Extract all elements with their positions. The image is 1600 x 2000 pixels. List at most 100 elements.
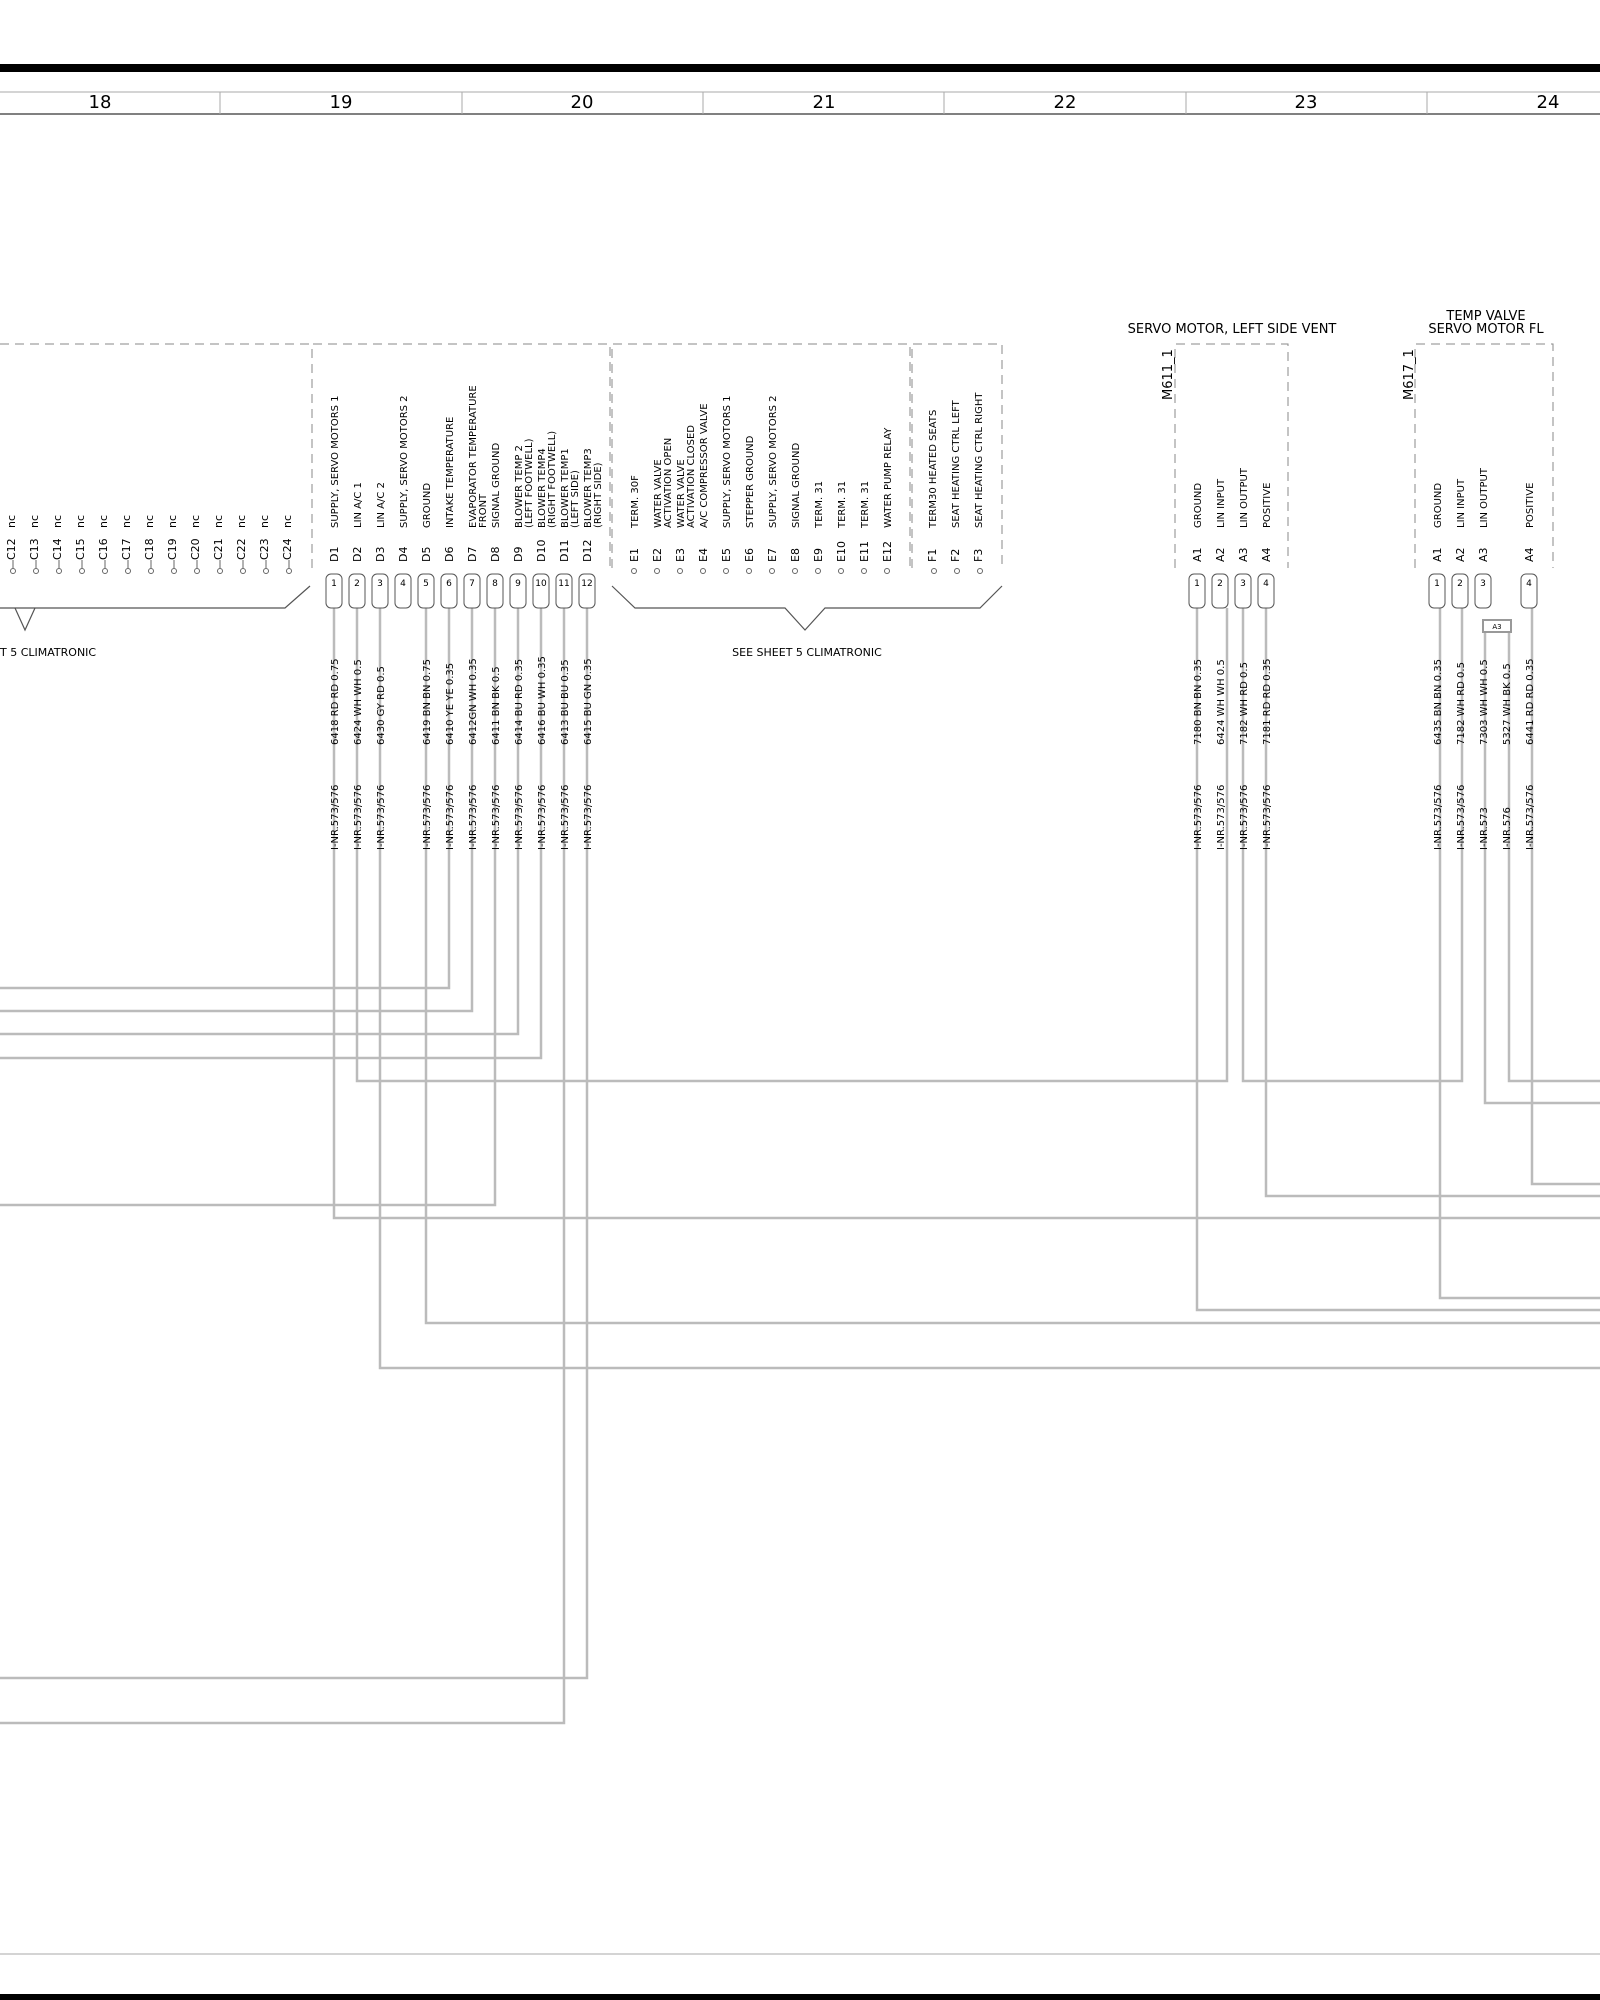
wire-code: 5327 WH BK 0.5 [1502,663,1513,745]
pin-terminal [263,568,269,574]
wire-code: 6412GN WH 0.35 [468,658,479,745]
column-number: 22 [1054,92,1077,113]
wire [0,608,520,1036]
pin-label: A4 [1260,547,1273,562]
wire-code: 6410 YE YE 0.35 [445,663,456,745]
wire-code: 6430 GY RD 0.5 [376,666,387,745]
pin-label: A1 [1191,547,1204,562]
m611-connector-box [1174,343,1289,568]
wire [1241,608,1464,1083]
m611-id: M611_1 [1161,349,1176,400]
pin-terminal [792,568,798,574]
wire [424,608,1600,1325]
pin-number: 7 [469,579,475,589]
pin-function: LIN OUTPUT [1239,467,1250,528]
see-sheet-brace-left-tip [14,607,36,632]
pin-number: 1 [331,579,337,589]
wire [1483,632,1600,1105]
wire [1195,608,1600,1312]
pin-socket [348,573,366,609]
wire-code: 7181 RD RD 0.35 [1262,658,1273,745]
pin-function: (RIGHT SIDE) [593,462,604,528]
pin-nc-label: nc [235,515,248,528]
see-sheet-brace-right [611,585,1003,631]
pin-number: 3 [1240,579,1246,589]
pin-socket [1188,573,1206,609]
pin-function: (RIGHT FOOTWELL) [547,431,558,528]
harness-code: I-NR.573/576 [583,785,594,850]
wire-code: 6415 BU GN 0.35 [583,658,594,745]
wire [0,608,497,1207]
top-border [0,64,1600,72]
pin-label: E1 [628,548,641,562]
pin-socket [486,573,504,609]
wire-code: 6441 RD RD 0.35 [1525,658,1536,745]
column-number: 24 [1537,92,1560,113]
wire-code: 6418 RD RD 0.75 [330,658,341,745]
pin-function: LIN A/C 2 [376,482,387,528]
pin-number: 10 [535,579,547,589]
pin-function: FRONT [478,493,489,528]
pin-function: GROUND [1193,483,1204,528]
pin-function: (LEFT SIDE) [570,470,581,528]
pin-label: D5 [420,547,433,562]
wire-code: 6424 WH WH 0.5 [353,659,364,745]
pin-function: SUPPLY, SERVO MOTORS 2 [768,395,779,528]
pin-socket [1474,573,1492,609]
pin-label: E9 [812,548,825,562]
column-number: 19 [330,92,353,113]
pin-terminal [815,568,821,574]
pin-function: LIN INPUT [1456,478,1467,528]
pin-function: POSITIVE [1262,483,1273,528]
m617-title-line2: SERVO MOTOR FL [1428,322,1544,337]
climatronic-connector-f [911,343,1003,568]
pin-function: GROUND [1433,483,1444,528]
wire-code: 6413 BU BU 0.35 [560,659,571,745]
harness-code: I-NR.573/576 [445,785,456,850]
pin-function: A/C COMPRESSOR VALVE [699,403,710,528]
pin-function: LIN INPUT [1216,478,1227,528]
wire-routing [0,608,1600,1725]
pin-nc-label: nc [212,515,225,528]
pin-terminal [125,568,131,574]
pin-label: F1 [926,549,939,562]
pin-terminal [977,568,983,574]
see-sheet-brace-left [0,585,311,609]
wire-code: 7182 WH RD 0.5 [1239,662,1250,745]
pin-number: 4 [1263,579,1269,589]
pin-socket [555,573,573,609]
pin-function: SUPPLY, SERVO MOTORS 1 [330,395,341,528]
pin-label: C13 [28,538,41,560]
pin-number: 6 [446,579,452,589]
harness-code: I-NR.573/576 [1433,785,1444,850]
pin-number: 1 [1194,579,1200,589]
harness-code: I-NR.573/576 [1525,785,1536,850]
pin-number: 2 [1457,579,1463,589]
pin-socket [1211,573,1229,609]
pin-function: WATER PUMP RELAY [883,427,894,528]
harness-code: I-NR.573/576 [1193,785,1204,850]
pin-terminal [861,568,867,574]
wire-code: 7182 WH RD 0.5 [1456,662,1467,745]
harness-code: I-NR.573/576 [1456,785,1467,850]
wire [355,608,1229,1083]
pin-socket [1428,573,1446,609]
pin-terminal [931,568,937,574]
pin-label: E8 [789,548,802,562]
pin-number: 1 [1434,579,1440,589]
pin-label: A4 [1523,547,1536,562]
pin-nc-label: nc [74,515,87,528]
pin-socket [1257,573,1275,609]
pin-label: E4 [697,548,710,562]
harness-code: I-NR.573 [1479,807,1490,850]
wire [332,608,1600,1220]
pin-terminal [33,568,39,574]
wire [1438,608,1600,1300]
pin-terminal [769,568,775,574]
pin-function: SUPPLY, SERVO MOTORS 2 [399,395,410,528]
pin-function: TERM. 31 [860,481,871,529]
pin-terminal [240,568,246,574]
pin-nc-label: nc [120,515,133,528]
pin-function: POSITIVE [1525,483,1536,528]
wire-code: 6419 BN BN 0.75 [422,659,433,745]
